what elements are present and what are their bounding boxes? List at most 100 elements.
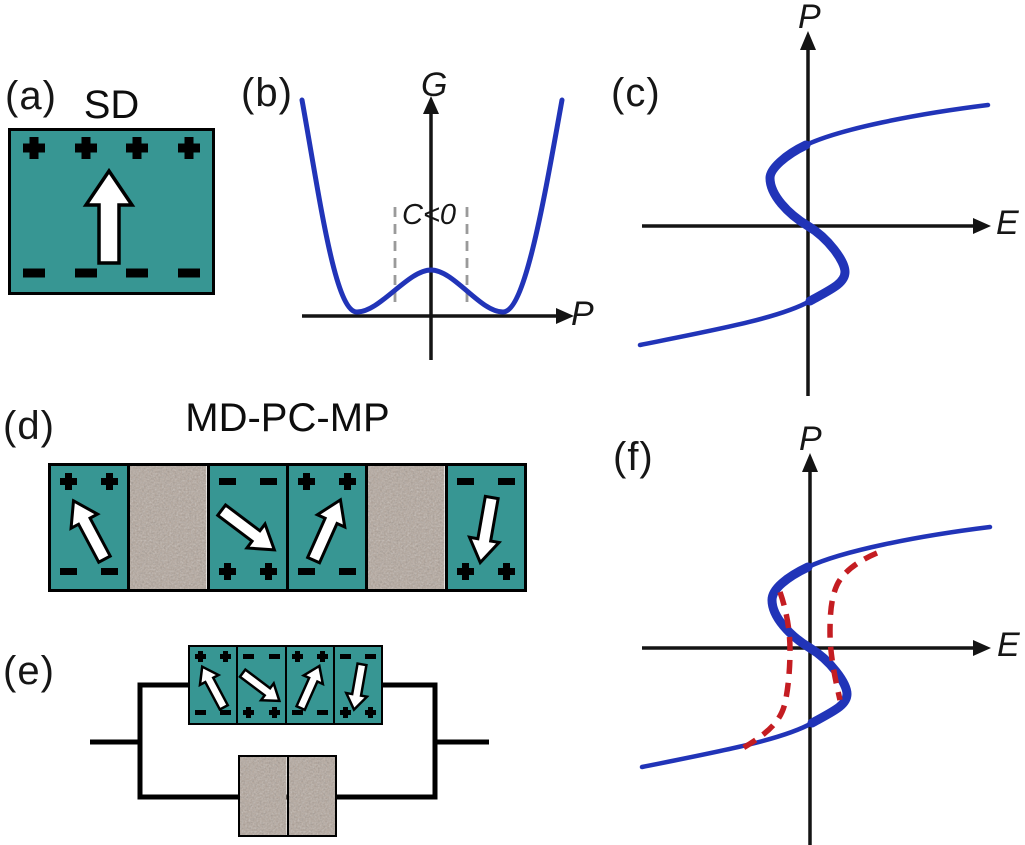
panel-d-title: MD-PC-MP <box>185 396 390 440</box>
single-domain-box <box>8 128 215 295</box>
paraelectric-cell <box>130 466 210 589</box>
s-curve-thick-middle <box>767 562 852 728</box>
minus-charge-icon <box>243 654 255 659</box>
minus-charge-icon <box>101 568 119 575</box>
charge-sign-row <box>210 473 286 490</box>
polarization-arrow-icon <box>198 664 230 712</box>
plus-charge-icon <box>456 563 474 580</box>
minus-charge-icon <box>497 478 515 485</box>
charge-sign-row <box>210 563 286 580</box>
speckle-texture <box>240 757 287 835</box>
g-axis-label: G <box>421 66 448 104</box>
charge-sign-row <box>289 473 365 490</box>
plus-charge-icon <box>316 651 328 662</box>
polarization-arrow-icon <box>215 502 277 552</box>
minus-charge-icon <box>291 710 303 715</box>
s-curve-thick-middle <box>765 140 850 306</box>
domain-cell <box>209 466 289 589</box>
charge-sign-row <box>238 707 284 718</box>
y-axis-arrowhead-icon <box>802 453 818 472</box>
charge-sign-row <box>448 563 524 580</box>
panel-a-label: (a) <box>5 74 57 118</box>
minus-charge-icon <box>60 568 77 575</box>
minus-charge-icon <box>316 710 328 715</box>
charge-sign-row <box>287 707 333 718</box>
minus-charge-icon <box>23 268 45 278</box>
panel-c-label: (c) <box>611 71 661 115</box>
plus-charge-icon <box>218 563 236 580</box>
polarization-arrow-icon <box>82 167 136 265</box>
free-energy-plot <box>299 96 574 360</box>
p-axis-label-c: P <box>798 0 821 36</box>
panel-f-label: (f) <box>613 435 654 479</box>
charge-sign-row <box>287 651 333 662</box>
plus-charge-icon <box>23 137 45 159</box>
charge-sign-row <box>51 473 127 490</box>
plus-charge-icon <box>101 473 119 490</box>
minus-charge-icon <box>456 478 474 485</box>
charge-sign-row <box>289 563 365 580</box>
minus-charge-icon <box>259 478 277 485</box>
x-axis-arrowhead-icon <box>556 308 574 324</box>
pe-curve-plot-c <box>637 31 991 396</box>
plus-charge-icon <box>259 563 277 580</box>
panel-e-label: (e) <box>3 649 55 693</box>
domain-stack <box>188 645 383 725</box>
y-axis-arrowhead-icon <box>800 31 816 50</box>
speckle-texture <box>288 757 335 835</box>
plus-charge-icon <box>74 137 97 159</box>
polarization-arrow-icon <box>69 498 113 565</box>
charge-sign-row <box>190 707 236 718</box>
minus-charge-icon <box>218 478 236 485</box>
charge-sign-row <box>190 651 236 662</box>
paraelectric-cell <box>240 757 289 835</box>
panel-b-label: (b) <box>241 71 293 115</box>
domain-row <box>48 463 527 592</box>
plus-charge-icon <box>297 473 315 490</box>
plus-charge-icon <box>339 473 357 490</box>
minus-charge-icon <box>268 654 280 659</box>
polarization-arrow-icon <box>294 663 325 712</box>
polarization-arrow-icon <box>343 662 370 712</box>
p-axis-label-b: P <box>571 295 594 333</box>
p-axis-label-f: P <box>799 420 822 458</box>
plus-charge-icon <box>243 707 255 718</box>
domain-cell <box>447 466 524 589</box>
plus-charge-icon <box>291 651 303 662</box>
polarization-arrow-icon <box>466 494 502 566</box>
charge-sign-row <box>51 563 127 580</box>
x-axis-arrowhead-icon <box>973 640 991 656</box>
charge-sign-row <box>11 137 212 159</box>
plus-charge-icon <box>339 707 351 718</box>
paraelectric-cell <box>288 757 335 835</box>
x-axis-arrowhead-icon <box>973 218 991 234</box>
speckle-texture <box>130 466 207 589</box>
double-well-curve <box>299 97 565 315</box>
speckle-texture <box>368 466 445 589</box>
minus-charge-icon <box>126 268 149 278</box>
minus-charge-icon <box>220 710 232 715</box>
panel-d-label: (d) <box>3 404 55 448</box>
domain-cell <box>286 647 335 723</box>
polarization-arrow-icon <box>305 497 347 565</box>
plus-charge-icon <box>126 137 149 159</box>
red-dashed-branch-left <box>741 591 793 751</box>
e-axis-label-c: E <box>996 204 1019 242</box>
polarization-arrow-icon <box>238 667 282 703</box>
panel-a-title: SD <box>83 83 140 127</box>
paraelectric-stack <box>238 755 337 837</box>
charge-sign-row <box>335 707 381 718</box>
minus-charge-icon <box>339 654 351 659</box>
plus-charge-icon <box>220 651 232 662</box>
y-axis-arrowhead-icon <box>423 96 439 114</box>
domain-cell <box>288 466 369 589</box>
domain-cell <box>238 647 287 723</box>
charge-sign-row <box>238 651 284 662</box>
minus-charge-icon <box>177 268 200 278</box>
minus-charge-icon <box>365 654 376 659</box>
domain-cell <box>51 466 131 589</box>
charge-sign-row <box>448 473 524 490</box>
paraelectric-cell <box>368 466 448 589</box>
charge-sign-row <box>335 651 381 662</box>
plus-charge-icon <box>365 707 376 718</box>
